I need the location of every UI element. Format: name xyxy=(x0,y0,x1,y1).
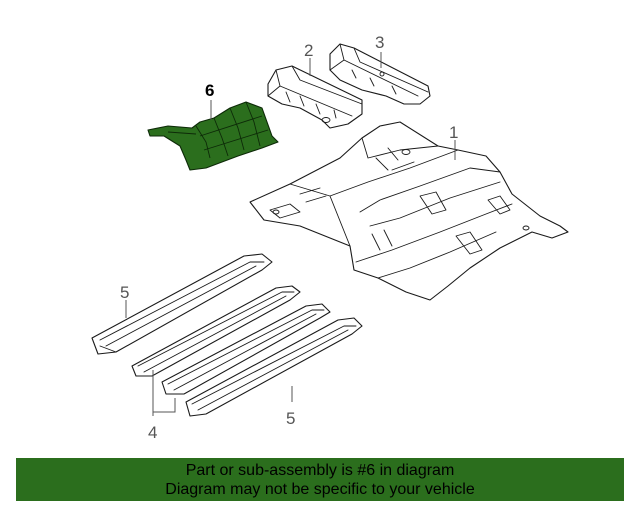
part-2-crossmember[interactable] xyxy=(267,65,363,129)
banner-line-2: Diagram may not be specific to your vehi… xyxy=(165,480,475,498)
callout-1[interactable]: 1 xyxy=(449,123,458,142)
part-3-crossmember[interactable] xyxy=(329,43,431,105)
banner-line-1: Part or sub-assembly is #6 in diagram xyxy=(185,461,455,479)
callout-2[interactable]: 2 xyxy=(304,41,313,60)
part-5-lower-rocker[interactable] xyxy=(185,317,363,417)
leader-lines xyxy=(125,52,456,416)
callout-4[interactable]: 4 xyxy=(148,423,157,442)
part-6-highlighted-reinforcement[interactable] xyxy=(147,101,279,171)
part-1-floor-pan[interactable] xyxy=(249,121,569,301)
callout-5-lower[interactable]: 5 xyxy=(286,409,295,428)
parts-diagram: 1 2 3 4 5 5 6 xyxy=(91,33,569,442)
callout-6[interactable]: 6 xyxy=(205,81,214,100)
callout-5-upper[interactable]: 5 xyxy=(120,283,129,302)
part-5-upper-rocker[interactable] xyxy=(91,253,273,355)
part-4-inner-rocker-rear[interactable] xyxy=(161,303,331,395)
callout-3[interactable]: 3 xyxy=(375,33,384,52)
part-4-inner-rocker-front[interactable] xyxy=(131,285,301,377)
info-banner: Part or sub-assembly is #6 in diagram Di… xyxy=(16,458,624,501)
